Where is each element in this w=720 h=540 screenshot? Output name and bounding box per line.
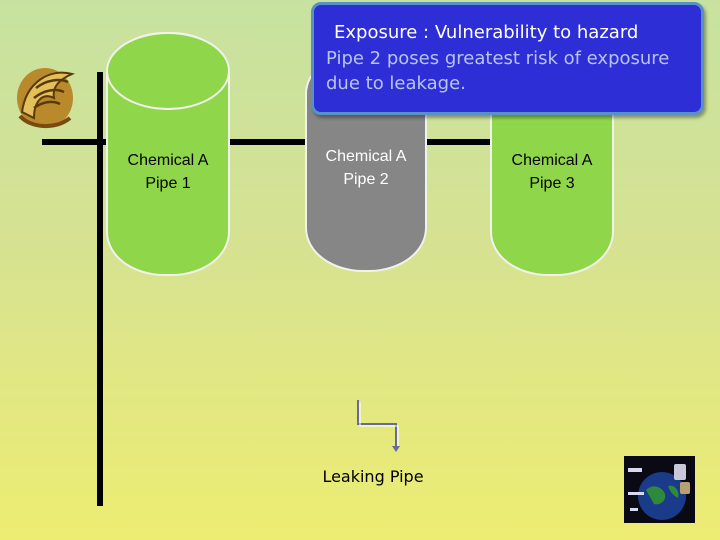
pegasus-logo-icon: [12, 62, 78, 132]
callout-body: Pipe 2 poses greatest risk of exposure d…: [326, 48, 670, 94]
pipe-1-label: Chemical A Pipe 1: [127, 152, 209, 192]
vertical-pipe-line-left: [97, 72, 103, 506]
exposure-callout: Exposure : Vulnerability to hazard Pipe …: [311, 2, 704, 115]
globe-badge-icon: [624, 456, 695, 523]
callout-title: Exposure : Vulnerability to hazard: [334, 22, 639, 43]
leak-label: Leaking Pipe: [322, 467, 424, 486]
horizontal-pipe-line: [42, 139, 567, 145]
pipe-2-label: Chemical A Pipe 2: [325, 148, 407, 188]
pipe-3-label: Chemical A Pipe 3: [511, 152, 593, 192]
leak-arrow-icon: [352, 398, 402, 454]
pipe-1-top: [106, 32, 230, 110]
